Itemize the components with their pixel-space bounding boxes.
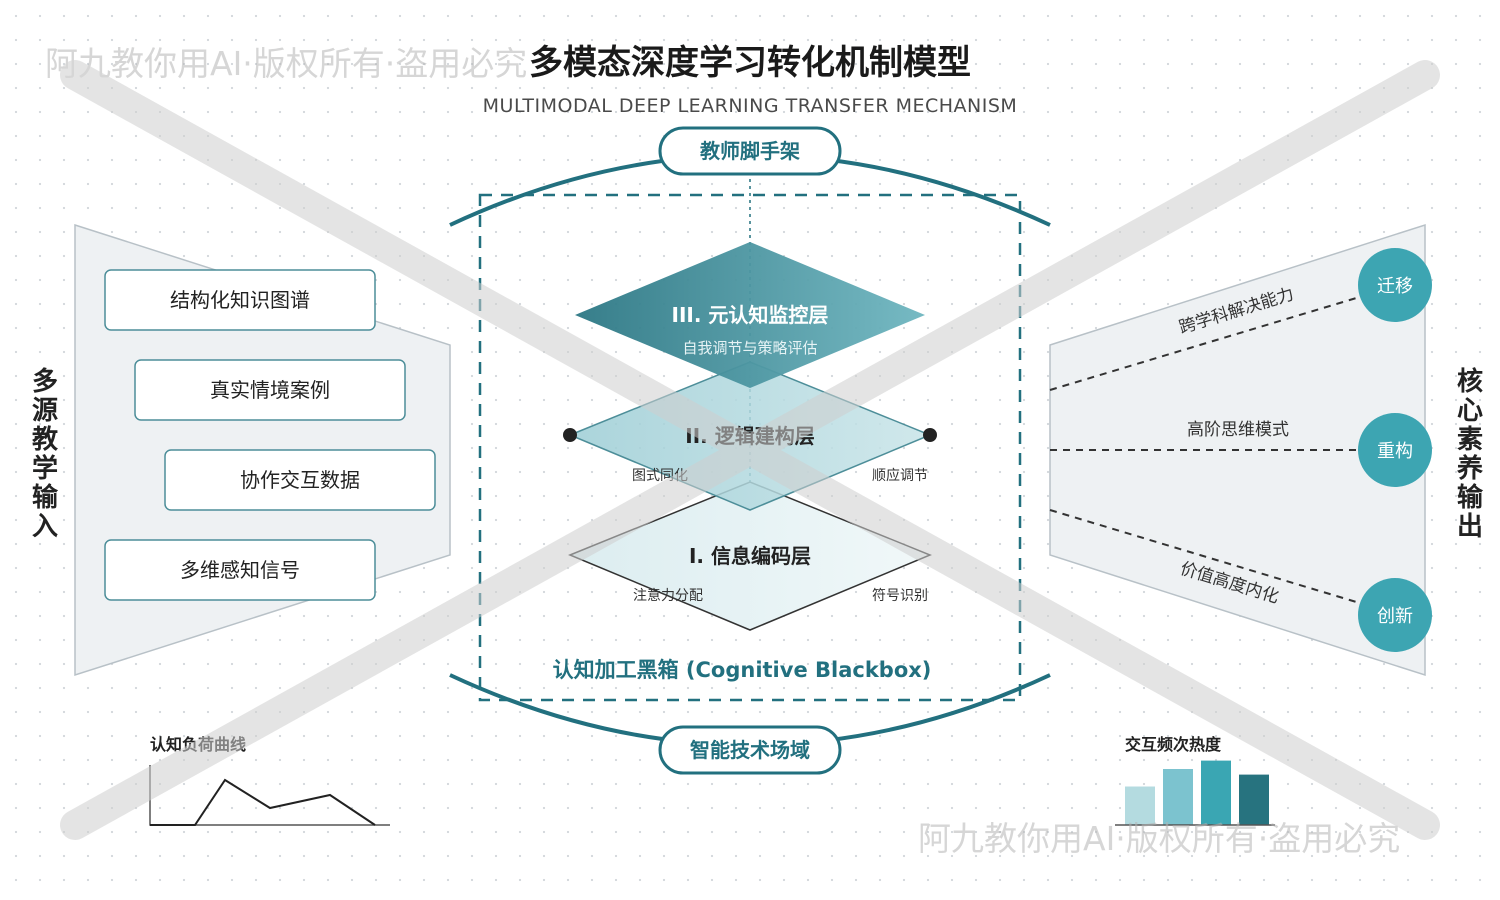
input-title: 多源教学输入 <box>32 367 59 542</box>
page-title: 多模态深度学习转化机制模型 <box>529 43 971 83</box>
teacher-scaffold-badge: 教师脚手架 <box>658 126 842 176</box>
layer-info-left: 注意力分配 <box>633 587 703 604</box>
blackbox-label: 认知加工黑箱 (Cognitive Blackbox) <box>553 658 932 682</box>
output-node-transfer: 迁移 <box>1358 248 1432 322</box>
load-curve-line <box>150 778 376 826</box>
output-title: 核心素养输出 <box>1456 366 1484 542</box>
output-node-innovate: 创新 <box>1358 578 1432 652</box>
layer-meta <box>575 242 925 388</box>
input-item-label: 多维感知信号 <box>180 558 300 582</box>
output-path-label-2: 高阶思维模式 <box>1187 420 1289 440</box>
frequency-bar <box>1125 786 1155 825</box>
logic-right-dot <box>923 428 937 442</box>
frequency-bar <box>1201 760 1231 825</box>
watermark-text-top: 阿九教你用AI·版权所有·盗用必究 <box>45 44 527 83</box>
layer-info-right: 符号识别 <box>872 588 928 604</box>
input-item-label: 真实情境案例 <box>210 378 330 402</box>
layer-info-title: I. 信息编码层 <box>689 544 811 568</box>
watermark-cross-line-2 <box>60 60 1440 840</box>
logic-left-dot <box>563 428 577 442</box>
watermark-text-bottom: 阿九教你用AI·版权所有·盗用必究 <box>918 819 1400 858</box>
input-item-2: 真实情境案例 <box>134 359 406 421</box>
tech-field-badge: 智能技术场域 <box>658 725 842 775</box>
input-item-3: 协作交互数据 <box>164 449 436 511</box>
output-node-reconstruct: 重构 <box>1358 413 1432 487</box>
input-item-4: 多维感知信号 <box>104 539 376 601</box>
teacher-scaffold-label: 教师脚手架 <box>700 139 800 163</box>
input-item-1: 结构化知识图谱 <box>104 269 376 331</box>
frequency-bar <box>1239 774 1269 825</box>
blackbox-frame <box>478 193 1022 702</box>
layer-meta-title: III. 元认知监控层 <box>672 303 829 327</box>
output-node-label: 创新 <box>1377 606 1413 627</box>
input-item-label: 协作交互数据 <box>240 468 360 492</box>
frequency-bar <box>1163 769 1193 825</box>
page-subtitle: MULTIMODAL DEEP LEARNING TRANSFER MECHAN… <box>483 95 1018 117</box>
input-item-label: 结构化知识图谱 <box>170 288 310 312</box>
watermark: 阿九教你用AI·版权所有·盗用必究 阿九教你用AI·版权所有·盗用必究 <box>45 44 1440 858</box>
tech-field-label: 智能技术场域 <box>690 738 810 762</box>
layer-logic-right: 顺应调节 <box>872 467 928 484</box>
frequency-bars <box>1125 760 1269 825</box>
output-node-label: 迁移 <box>1377 276 1413 297</box>
layer-meta-subtitle: 自我调节与策略评估 <box>682 339 817 357</box>
frequency-title: 交互频次热度 <box>1125 735 1222 754</box>
output-node-label: 重构 <box>1377 441 1413 462</box>
